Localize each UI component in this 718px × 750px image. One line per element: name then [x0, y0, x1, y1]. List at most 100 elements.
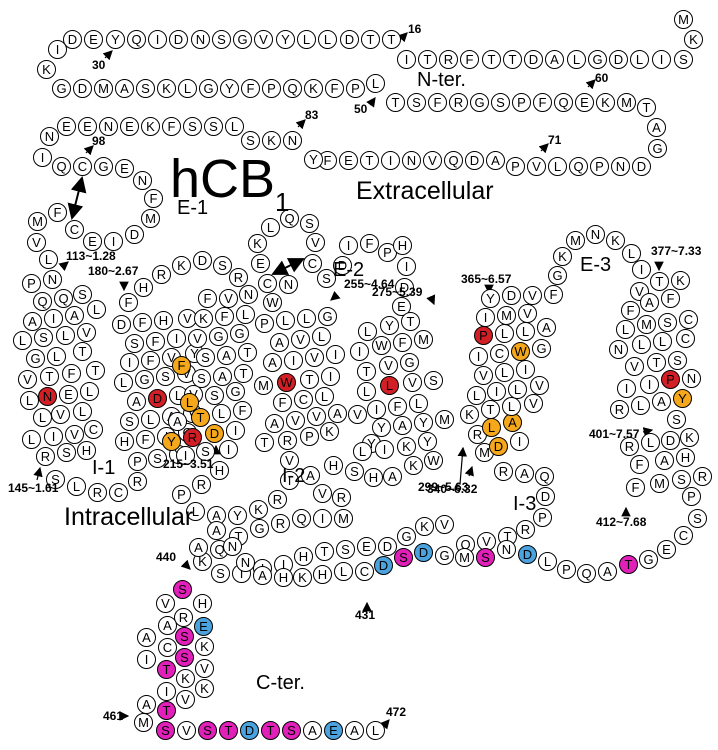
residue-circle: Y [276, 30, 295, 49]
residue-circle: N [682, 369, 701, 388]
residue-circle: L [357, 382, 376, 401]
residue-circle: V [477, 532, 496, 551]
residue-circle: A [137, 695, 156, 714]
residue-circle: V [291, 330, 310, 349]
residue-circle: D [536, 487, 555, 506]
residue-circle: V [286, 411, 305, 430]
residue-circle: L [366, 721, 385, 740]
residue-circle: I [652, 50, 671, 69]
residue-circle: Q [554, 93, 573, 112]
residue-circle: A [537, 318, 556, 337]
residue-circle: W [511, 342, 530, 361]
residue-circle: Y [220, 79, 239, 98]
residue-circle: A [253, 566, 272, 585]
residue-circle: Q [577, 564, 596, 583]
residue-circle: I [137, 650, 156, 669]
residue-circle: V [530, 376, 549, 395]
residue-circle: V [313, 484, 332, 503]
position-label-98: 98 [92, 134, 106, 148]
residue-circle: F [325, 79, 344, 98]
residue-circle: K [172, 256, 191, 275]
residue-circle: P [262, 79, 281, 98]
residue-circle: Y [162, 432, 181, 451]
residue-circle: F [428, 93, 447, 112]
residue-circle: L [297, 30, 316, 49]
residue-circle: F [141, 351, 160, 370]
residue-circle: R [268, 490, 287, 509]
residue-circle: R [439, 50, 458, 69]
residue-circle: L [516, 322, 535, 341]
region-label-i3: I-3 [513, 493, 537, 515]
residue-circle: D [148, 389, 167, 408]
residue-circle: R [271, 514, 290, 533]
residue-circle: H [364, 468, 383, 487]
position-label-377: 377~7.33 [651, 244, 702, 258]
residue-circle: V [156, 594, 175, 613]
residue-circle: C [294, 390, 313, 409]
position-label-461: 461 [103, 709, 124, 723]
residue-circle: K [553, 247, 572, 266]
residue-circle: Y [418, 432, 437, 451]
residue-circle: I [176, 446, 195, 465]
residue-circle: N [236, 553, 255, 572]
residue-circle: T [637, 98, 656, 117]
residue-circle: D [661, 431, 680, 450]
residue-circle: I [510, 432, 529, 451]
residue-circle: L [353, 442, 372, 461]
position-label-145: 145~1.61 [8, 481, 59, 495]
residue-circle: L [47, 347, 66, 366]
pointer-299 [464, 465, 474, 477]
residue-circle: T [503, 50, 522, 69]
residue-circle: F [533, 93, 552, 112]
residue-circle: P [590, 157, 609, 176]
residue-circle: L [56, 326, 75, 345]
residue-circle: Q [444, 151, 463, 170]
residue-circle: G [639, 550, 658, 569]
residue-circle: L [358, 322, 377, 341]
residue-circle: F [393, 333, 412, 352]
residue-circle: T [255, 433, 274, 452]
residue-circle: K [460, 405, 479, 424]
residue-circle: R [610, 400, 629, 419]
residue-circle: M [617, 93, 636, 112]
region-label-e3: E-3 [580, 254, 612, 276]
residue-circle: V [195, 659, 214, 678]
residue-circle: V [254, 30, 273, 49]
residue-circle: H [193, 594, 212, 613]
residue-circle: I [44, 427, 63, 446]
residue-circle: L [297, 309, 316, 328]
residue-circle: S [175, 627, 194, 646]
residue-circle: S [213, 256, 232, 275]
residue-circle: T [650, 272, 669, 291]
residue-circle: R [152, 265, 171, 284]
residue-circle: L [180, 393, 199, 412]
residue-circle: K [684, 30, 703, 49]
residue-circle: P [300, 427, 319, 446]
residue-circle: Q [52, 157, 71, 176]
residue-circle: V [435, 515, 454, 534]
residue-circle: F [241, 79, 260, 98]
residue-circle: I [326, 345, 345, 364]
residue-circle: L [141, 410, 160, 429]
residue-circle: R [278, 431, 297, 450]
residue-circle: L [312, 327, 331, 346]
residue-circle: K [194, 309, 213, 328]
region-label-intracellular: Intracellular [64, 503, 194, 531]
residue-circle: F [388, 397, 407, 416]
residue-circle: I [157, 682, 176, 701]
residue-circle: D [240, 721, 259, 740]
residue-circle: Y [372, 418, 391, 437]
residue-circle: R [128, 472, 147, 491]
residue-circle: L [225, 117, 244, 136]
residue-circle: C [258, 274, 277, 293]
residue-circle: G [397, 527, 416, 546]
residue-circle: T [647, 353, 666, 372]
residue-circle: I [632, 260, 651, 279]
residue-circle: K [195, 637, 214, 656]
residue-circle: P [128, 452, 147, 471]
residue-circle: I [476, 308, 495, 327]
residue-circle: I [219, 440, 238, 459]
residue-circle: V [524, 394, 543, 413]
residue-circle: N [191, 30, 210, 49]
residue-circle: H [676, 448, 695, 467]
